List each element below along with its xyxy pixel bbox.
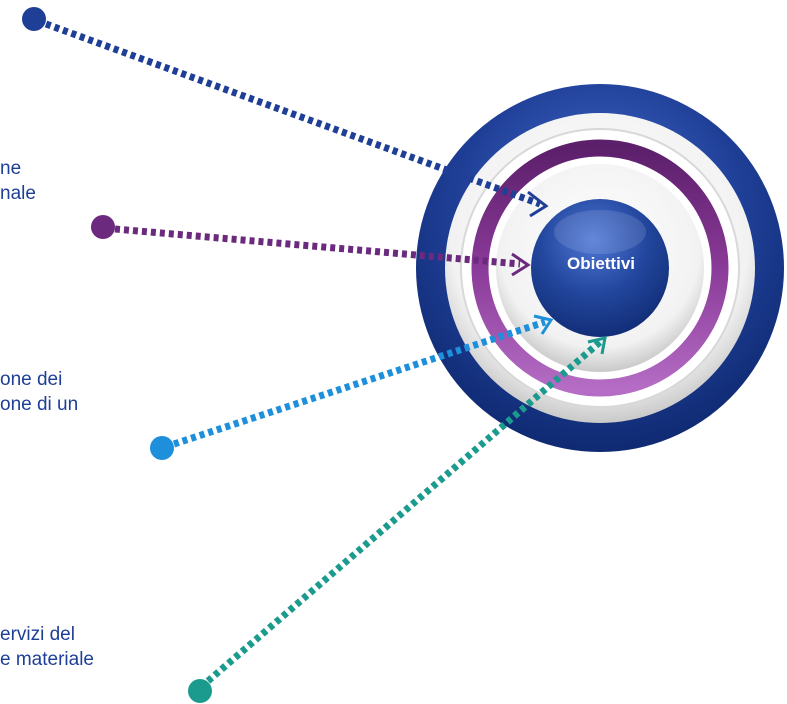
connector-3-arrow	[533, 314, 554, 335]
center-disc	[531, 199, 669, 337]
connector-4	[188, 336, 607, 703]
label-2-line-2: one di un	[0, 394, 79, 415]
label-1-line-2: nale	[0, 183, 36, 204]
label-2: one dei one di un	[0, 367, 78, 417]
connector-1-arrow	[527, 190, 549, 218]
connector-4-arrow	[587, 336, 607, 355]
connector-1-dot	[22, 7, 46, 31]
center-label: Obiettivi	[566, 254, 635, 273]
purple-ring	[471, 139, 729, 397]
label-1: ne nale	[0, 156, 36, 206]
connector-2	[91, 215, 531, 277]
connector-2-dot	[91, 215, 115, 239]
connector-1	[22, 7, 549, 218]
target-rings	[416, 84, 784, 452]
label-2-line-1: one dei	[0, 369, 63, 390]
connector-4-dot	[188, 679, 212, 703]
label-3: ervizi del e materiale	[0, 622, 94, 672]
connectors	[22, 7, 607, 703]
connector-3-dot	[150, 436, 174, 460]
center-highlight	[554, 210, 646, 254]
connector-2-arrow	[511, 252, 531, 277]
connector-3	[150, 314, 554, 460]
label-3-line-1: ervizi del	[0, 624, 75, 645]
label-1-line-1: ne	[0, 158, 22, 179]
label-3-line-2: e materiale	[0, 649, 94, 670]
